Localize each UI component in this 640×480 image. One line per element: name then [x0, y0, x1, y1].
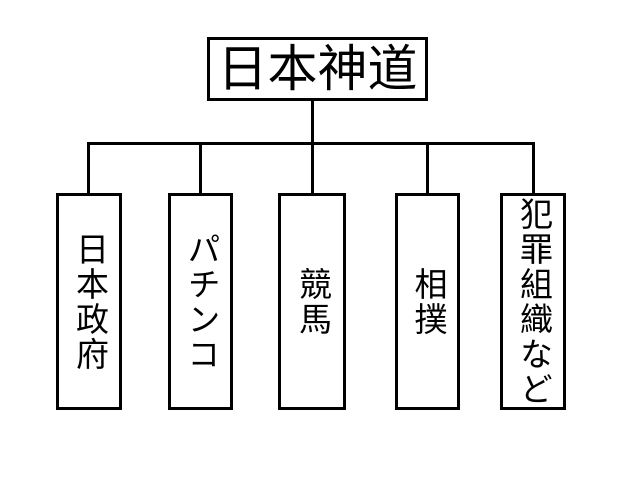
child-node-japanese-government: 日本政府	[56, 193, 122, 410]
child-node-japanese-government-label: 日本政府	[70, 231, 110, 372]
child-node-horse-racing-label: 競馬	[293, 266, 333, 337]
connector-drop-japanese-government	[87, 142, 90, 194]
connector-drop-pachinko	[199, 142, 202, 194]
root-node-label: 日本神道	[217, 40, 418, 98]
child-node-pachinko-label: パチンコ	[181, 231, 221, 372]
child-node-sumo-label: 相撲	[408, 266, 448, 337]
child-node-sumo: 相撲	[395, 193, 460, 410]
root-node: 日本神道	[207, 37, 428, 101]
connector-stem	[311, 100, 314, 145]
connector-drop-sumo	[426, 142, 429, 194]
connector-drop-horse-racing	[311, 142, 314, 194]
child-node-pachinko: パチンコ	[168, 193, 233, 410]
child-node-criminal-organizations: 犯罪組織など	[500, 193, 566, 410]
child-node-criminal-organizations-label: 犯罪組織など	[514, 196, 554, 407]
child-node-horse-racing: 競馬	[278, 193, 346, 410]
connector-drop-criminal-organizations	[532, 142, 535, 194]
